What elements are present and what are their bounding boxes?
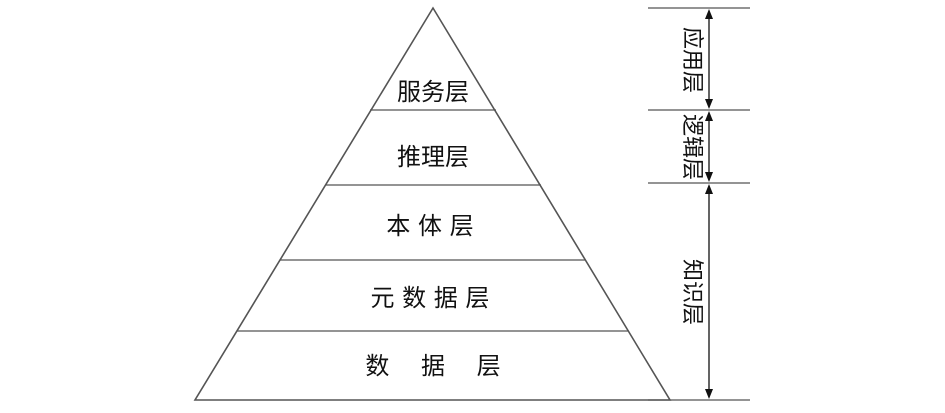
layer-label-ontology: 本 体 层 [386, 212, 473, 240]
bracket-label-application: 应用层 [679, 27, 704, 93]
bracket-arrow-knowledge [705, 184, 713, 399]
pyramid-outline [193, 6, 672, 401]
layer-label-service: 服务层 [397, 78, 469, 106]
layer-label-reasoning: 推理层 [397, 143, 469, 171]
bracket-arrow-application [705, 9, 713, 109]
bracket-label-logic: 逻辑层 [679, 114, 704, 180]
bracket-label-knowledge: 知识层 [679, 259, 704, 325]
layer-label-data: 数 据 层 [365, 352, 500, 380]
bracket-arrow-logic [705, 111, 713, 182]
layer-label-metadata: 元 数 据 层 [371, 284, 490, 312]
